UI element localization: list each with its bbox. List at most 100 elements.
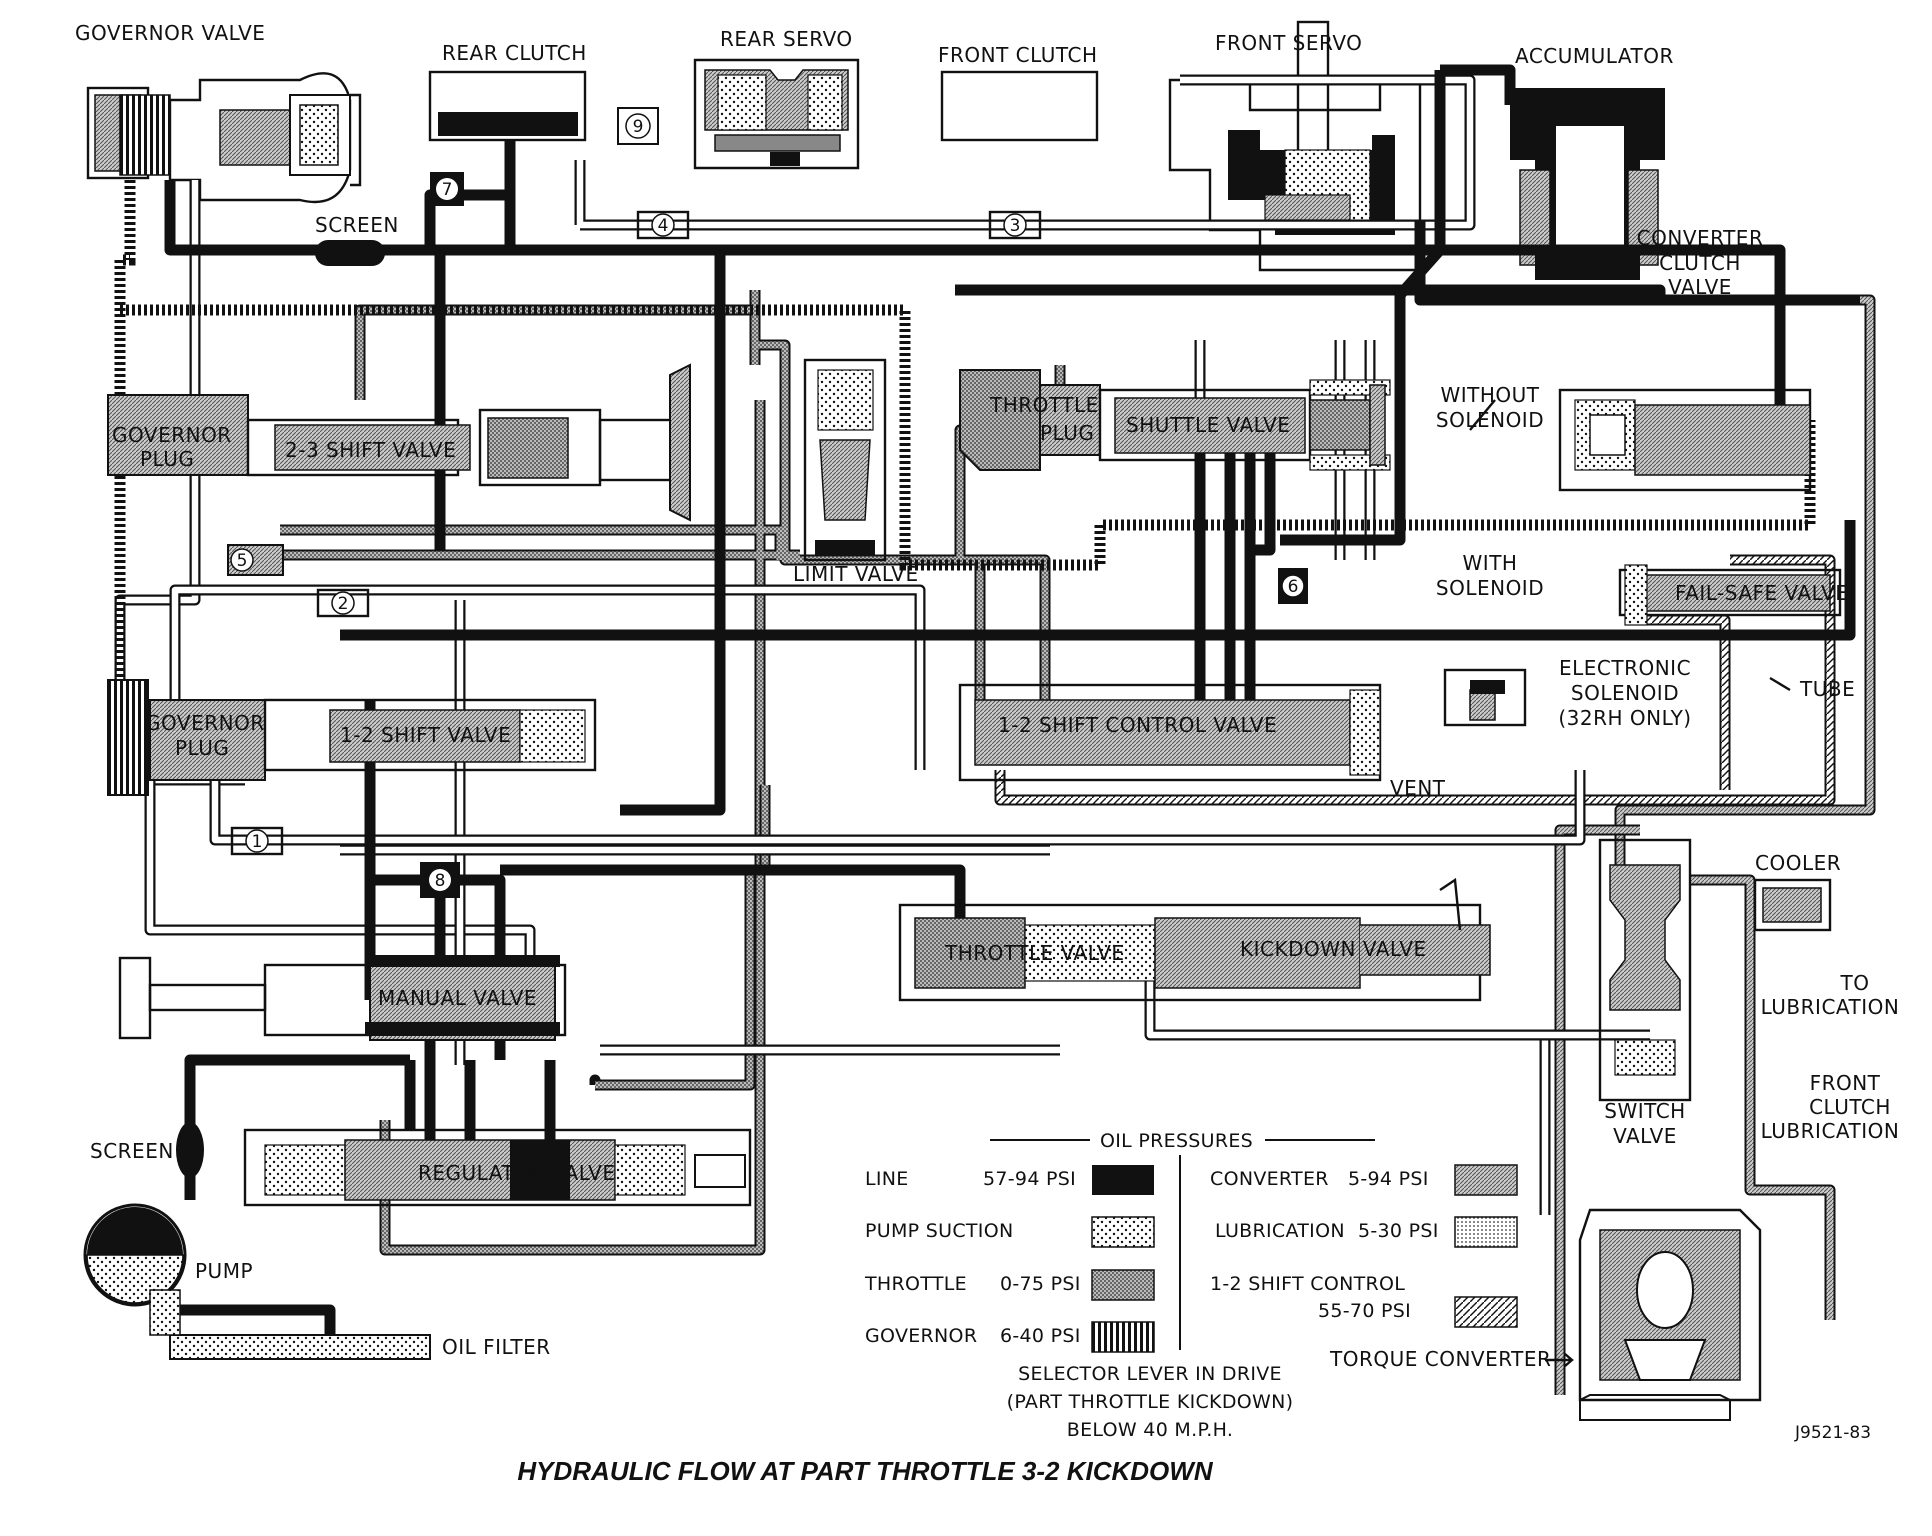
governor-plug-upper-body — [107, 394, 249, 476]
shift-control-lines — [994, 554, 1836, 806]
legend-line-swatch — [1092, 1165, 1154, 1195]
kickdown-valve-label: KICKDOWN VALVE — [1240, 937, 1427, 961]
legend-lubrication-name: LUBRICATION — [1215, 1220, 1345, 1242]
torque-converter-arrow-icon — [1545, 1353, 1574, 1367]
to-lubrication-label-2: LUBRICATION — [1761, 995, 1900, 1019]
legend-governor-name: GOVERNOR — [865, 1325, 977, 1347]
condition-line-1: SELECTOR LEVER IN DRIVE — [1018, 1363, 1282, 1385]
condition-line-3: BELOW 40 M.P.H. — [1067, 1419, 1233, 1441]
rear-clutch-label: REAR CLUTCH — [442, 41, 587, 65]
switch-valve-body — [1598, 838, 1692, 1102]
check-ball-5-label: 5 — [237, 551, 248, 571]
switch-valve-label-1: SWITCH — [1604, 1099, 1685, 1123]
check-ball-2-label: 2 — [338, 594, 349, 614]
converter-clutch-valve-label-1: CONVERTER — [1637, 226, 1764, 250]
legend-shift-control-value: 55-70 PSI — [1318, 1300, 1411, 1322]
legend-converter-name: CONVERTER — [1210, 1168, 1329, 1190]
check-ball-3-label: 3 — [1010, 216, 1021, 236]
legend-throttle-value: 0-75 PSI — [1000, 1273, 1081, 1295]
rear-servo-label: REAR SERVO — [720, 27, 853, 51]
rear-servo-body — [693, 58, 860, 170]
check-ball-2: 2 — [316, 588, 370, 618]
without-solenoid-label-1: WITHOUT — [1440, 383, 1539, 407]
check-ball-9: 9 — [617, 107, 659, 145]
top-screen — [315, 240, 385, 266]
legend-lubrication-value: 5-30 PSI — [1358, 1220, 1439, 1242]
condition-line-2: (PART THROTTLE KICKDOWN) — [1007, 1391, 1294, 1413]
throttle-valve-label: THROTTLE VALVE — [944, 941, 1124, 965]
converter-clutch-valve-label-2: CLUTCH — [1659, 251, 1741, 275]
shift-valve-23-label: 2-3 SHIFT VALVE — [285, 438, 456, 462]
shift-valve-23-body — [246, 363, 691, 522]
torque-converter-label: TORQUE CONVERTER — [1329, 1347, 1551, 1371]
throttle-plug-body — [959, 369, 1101, 471]
cooler-label: COOLER — [1755, 851, 1841, 875]
cooler-body — [1753, 878, 1832, 932]
electronic-solenoid-label-2: SOLENOID — [1571, 681, 1679, 705]
throttle-plug-label-2: PLUG — [1040, 421, 1094, 445]
legend-converter-value: 5-94 PSI — [1348, 1168, 1429, 1190]
regulator-valve-label: REGULATOR VALVE — [418, 1161, 615, 1185]
shuttle-valve-label: SHUTTLE VALVE — [1126, 413, 1290, 437]
figure-id: J9521-83 — [1794, 1423, 1871, 1443]
check-ball-5: 5 — [227, 544, 284, 576]
legend: OIL PRESSURES LINE 57-94 PSI PUMP SUCTIO… — [864, 1130, 1518, 1353]
shuttle-valve-body — [1098, 379, 1391, 471]
throttle-lines — [280, 290, 1066, 1256]
front-clutch-lubrication-label-2: CLUTCH — [1809, 1095, 1891, 1119]
to-lubrication-label-1: TO — [1840, 971, 1870, 995]
limit-valve-label: LIMIT VALVE — [793, 562, 919, 586]
oil-filter-body — [149, 1289, 431, 1360]
legend-governor-swatch — [1091, 1321, 1155, 1353]
with-solenoid-label-2: SOLENOID — [1436, 576, 1544, 600]
throttle-plug-label-1: THROTTLE — [989, 393, 1099, 417]
electronic-solenoid-label-3: (32RH ONLY) — [1558, 706, 1691, 730]
governor-plug-lower-body — [107, 679, 266, 796]
check-ball-6-label: 6 — [1288, 577, 1299, 597]
front-servo-label: FRONT SERVO — [1215, 31, 1362, 55]
legend-lubrication-swatch — [1454, 1216, 1518, 1248]
check-ball-1: 1 — [230, 826, 284, 856]
front-clutch-label: FRONT CLUTCH — [938, 43, 1097, 67]
fail-safe-valve-body — [1618, 564, 1842, 626]
figure-caption: HYDRAULIC FLOW AT PART THROTTLE 3-2 KICK… — [517, 1456, 1213, 1486]
tube-label: TUBE — [1799, 677, 1855, 701]
legend-suction-name: PUMP SUCTION — [865, 1220, 1013, 1242]
check-ball-6: 6 — [1278, 568, 1308, 604]
rear-clutch-body — [428, 70, 587, 142]
check-ball-4: 4 — [636, 210, 690, 240]
fail-safe-valve-label: FAIL-SAFE VALVE — [1675, 581, 1848, 605]
front-servo-body — [1168, 20, 1422, 272]
vent-label: VENT — [1390, 776, 1446, 800]
manual-valve-label: MANUAL VALVE — [378, 986, 537, 1010]
check-ball-7: 7 — [430, 172, 464, 206]
governor-plug-lower-label-1: GOVERNOR — [145, 711, 265, 735]
legend-line-value: 57-94 PSI — [983, 1168, 1076, 1190]
tube-pointer-icon — [1769, 676, 1791, 692]
front-clutch-lubrication-label-1: FRONT — [1810, 1071, 1881, 1095]
front-clutch-body — [940, 70, 1099, 142]
legend-suction-swatch — [1091, 1216, 1155, 1248]
throttle-kickdown-valve-body — [898, 877, 1491, 1002]
check-ball-1-label: 1 — [252, 832, 263, 852]
governor-plug-upper-label-1: GOVERNOR — [112, 423, 232, 447]
pump-label: PUMP — [195, 1259, 253, 1283]
without-solenoid-label-2: SOLENOID — [1436, 408, 1544, 432]
check-ball-8-label: 8 — [435, 871, 446, 891]
check-ball-8: 8 — [420, 862, 460, 898]
manual-valve-body — [118, 955, 567, 1041]
limit-valve-body — [803, 358, 887, 562]
legend-shift-control-name: 1-2 SHIFT CONTROL — [1210, 1273, 1405, 1295]
check-ball-9-label: 9 — [633, 117, 644, 137]
oil-filter-label: OIL FILTER — [442, 1335, 551, 1359]
governor-plug-upper-label-2: PLUG — [140, 447, 194, 471]
front-clutch-lubrication-label-3: LUBRICATION — [1761, 1119, 1900, 1143]
legend-governor-value: 6-40 PSI — [1000, 1325, 1081, 1347]
governor-valve-body — [86, 72, 362, 204]
shift-valve-12-label: 1-2 SHIFT VALVE — [340, 723, 511, 747]
shift-control-valve-12-label: 1-2 SHIFT CONTROL VALVE — [998, 713, 1277, 737]
top-screen-label: SCREEN — [315, 213, 399, 237]
governor-valve-label: GOVERNOR VALVE — [75, 21, 265, 45]
regulator-valve-body — [243, 1128, 752, 1207]
